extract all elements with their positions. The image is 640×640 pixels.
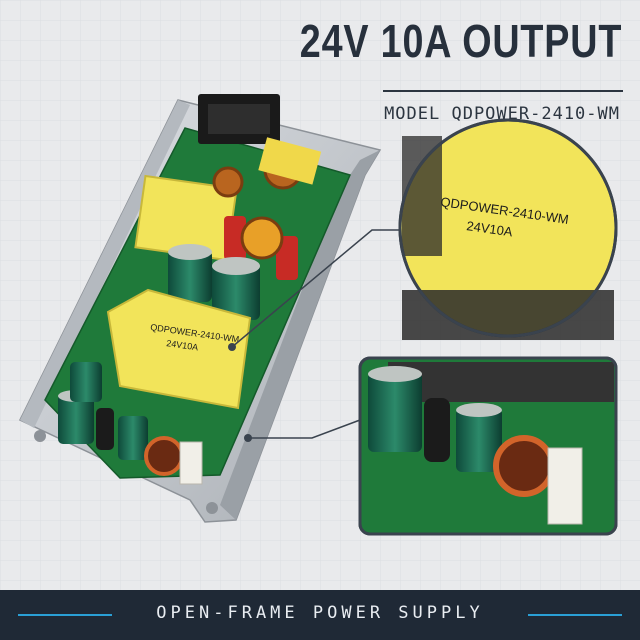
- transformer-zoom-inset: QDPOWER-2410-WM 24V10A: [398, 118, 618, 340]
- transformer-rating-label: 24V10A: [166, 338, 199, 352]
- headline-divider: [383, 90, 623, 92]
- bulk-capacitor: [212, 264, 260, 320]
- ac-inlet: [198, 94, 280, 144]
- callout-line: [231, 229, 402, 348]
- bulk-capacitor: [168, 250, 212, 302]
- footer-band: OPEN-FRAME POWER SUPPLY: [0, 590, 640, 640]
- headline: 24V 10A OUTPUT: [299, 15, 622, 67]
- footer-accent-line-right: [528, 614, 622, 616]
- black-capacitor: [96, 408, 114, 450]
- output-capacitor: [118, 416, 148, 460]
- output-capacitor: [70, 362, 102, 402]
- model-line: MODEL QDPOWER-2410-WM: [384, 104, 620, 124]
- toroid-inductor: [240, 216, 284, 260]
- output-zoom-inset: [358, 356, 618, 536]
- zoom-transformer-rating-label: 24V10A: [466, 218, 514, 239]
- main-transformer: QDPOWER-2410-WM 24V10A: [106, 288, 252, 410]
- callout-line: [248, 419, 361, 439]
- toroid-inductor: [144, 436, 184, 476]
- x-capacitor: [258, 137, 322, 185]
- film-capacitor-red: [224, 216, 246, 260]
- toroid-inductor: [212, 166, 244, 198]
- output-capacitor: [58, 394, 94, 444]
- footer-accent-line-left: [18, 614, 112, 616]
- output-connector: [179, 441, 203, 485]
- footer-caption: OPEN-FRAME POWER SUPPLY: [156, 603, 484, 623]
